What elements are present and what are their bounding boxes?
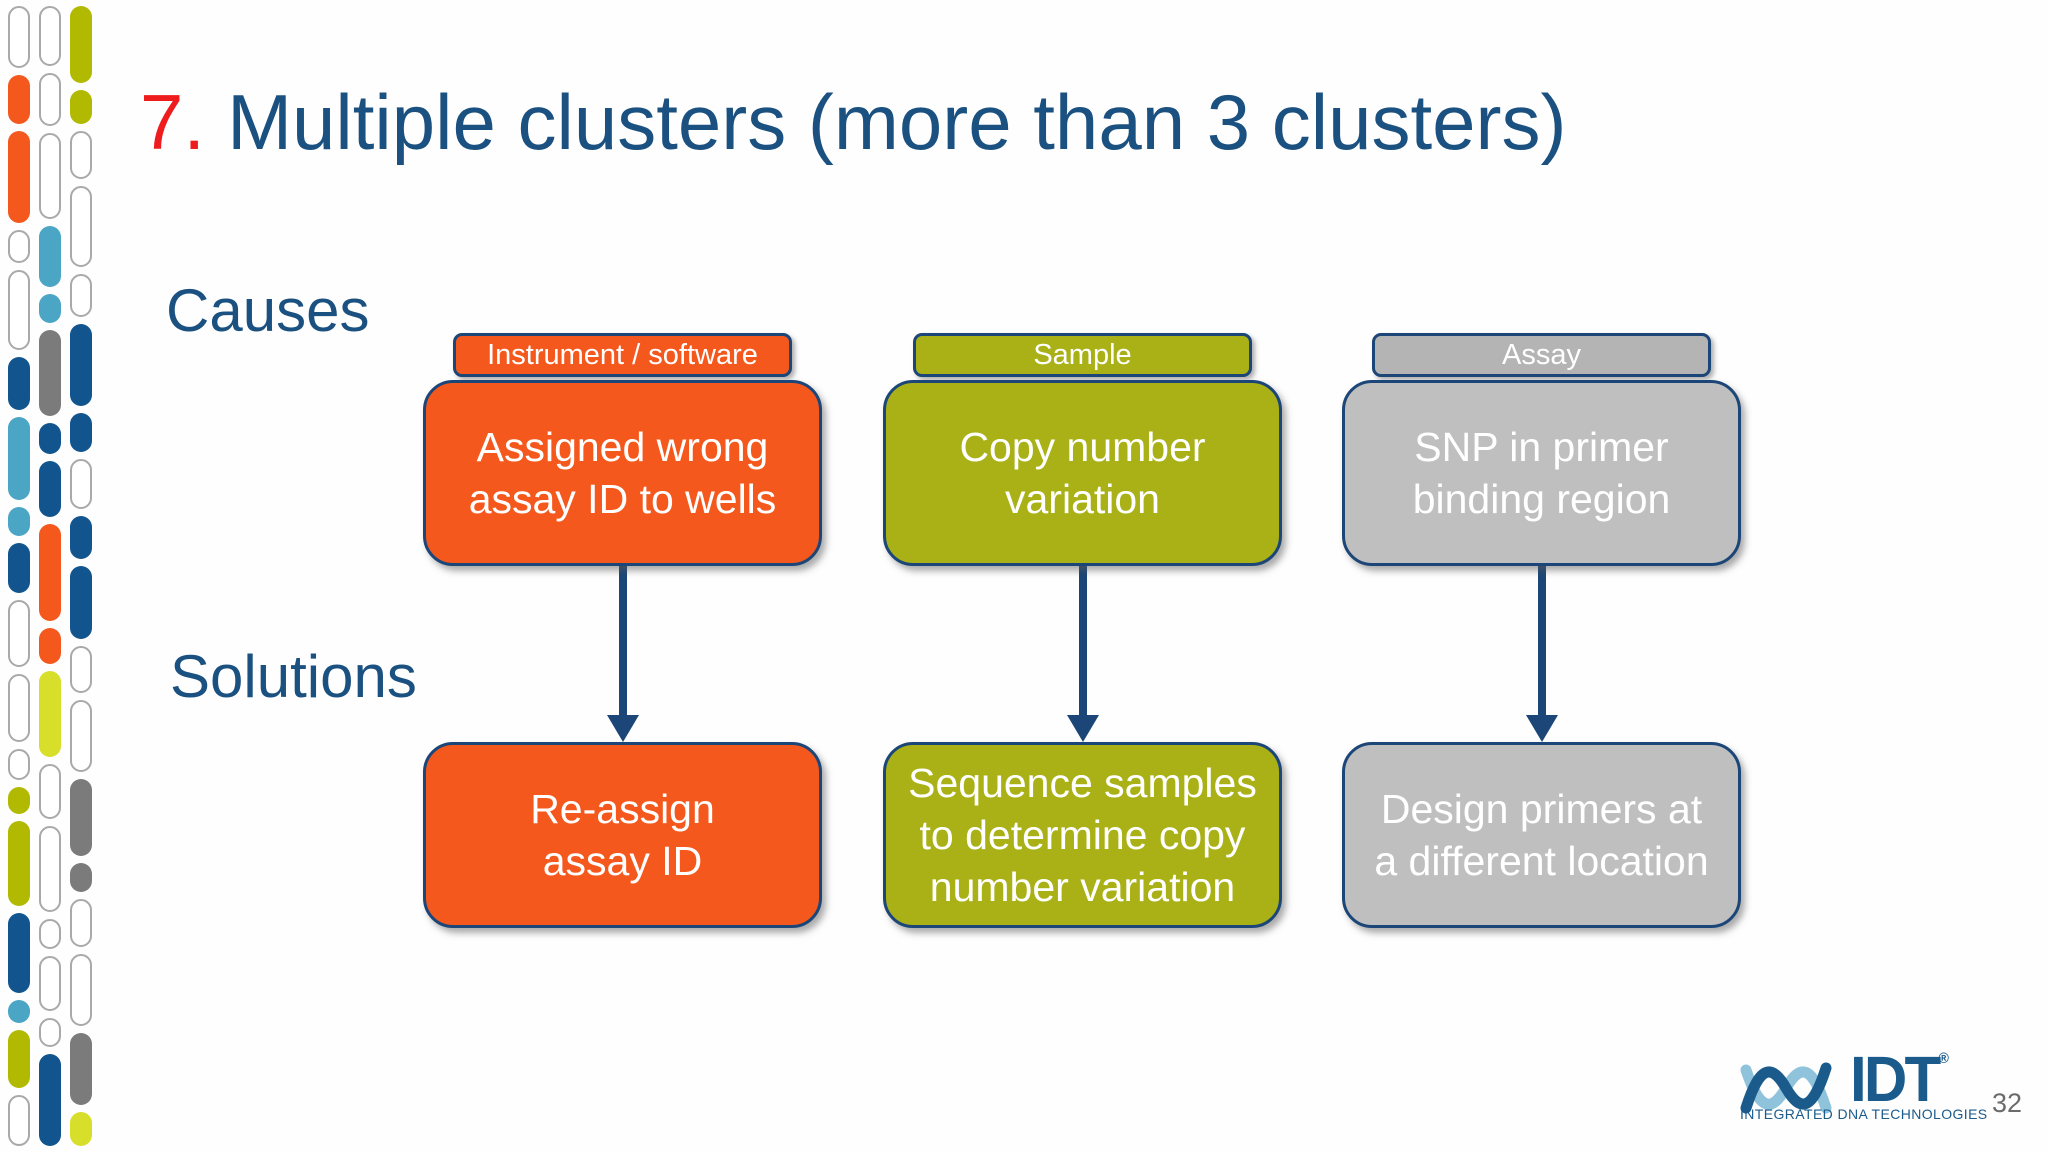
flow-column-sample: Sample Copy number variation Sequence sa… xyxy=(883,0,1282,1152)
chromosome-capsule xyxy=(39,764,61,820)
dna-wave-icon xyxy=(1740,1062,1832,1114)
chromosome-capsule xyxy=(70,700,92,773)
down-arrow-stem xyxy=(1078,566,1087,718)
down-arrow-icon xyxy=(1525,715,1558,742)
chromosome-capsule xyxy=(8,229,30,264)
chromosome-capsule xyxy=(39,919,61,949)
chromosome-capsule xyxy=(70,274,92,317)
chromosome-capsule xyxy=(8,786,30,814)
chromosome-capsule xyxy=(39,133,61,219)
down-arrow-icon xyxy=(1066,715,1099,742)
solution-text: Sequence samples to determine copy numbe… xyxy=(908,759,1257,911)
chromosome-capsule xyxy=(70,323,92,406)
chromosome-capsule xyxy=(39,1017,61,1048)
chromosome-capsule xyxy=(70,1112,92,1146)
down-arrow-stem xyxy=(1537,566,1546,718)
chromosome-capsule xyxy=(39,73,61,127)
logo-tagline: INTEGRATED DNA TECHNOLOGIES xyxy=(1740,1106,1988,1122)
solutions-label: Solutions xyxy=(170,643,417,710)
chromosome-strand-1 xyxy=(8,6,30,1146)
down-arrow-icon xyxy=(606,715,639,742)
cause-box-assay: SNP in primer binding region xyxy=(1342,380,1741,566)
chromosome-capsule xyxy=(8,748,30,780)
chromosome-capsule xyxy=(70,1032,92,1106)
causes-label: Causes xyxy=(166,277,370,344)
chromosome-capsule xyxy=(8,600,30,668)
chromosome-capsule xyxy=(8,417,30,500)
solution-box-sample: Sequence samples to determine copy numbe… xyxy=(883,742,1282,928)
cause-box-instrument: Assigned wrong assay ID to wells xyxy=(423,380,822,566)
idt-logo: IDT® INTEGRATED DNA TECHNOLOGIES xyxy=(1740,1043,1990,1136)
chromosome-capsule xyxy=(39,1054,61,1147)
chromosome-capsule xyxy=(8,913,30,993)
chromosome-strand-2 xyxy=(39,6,61,1147)
cause-text: Copy number variation xyxy=(959,423,1206,522)
chromosome-capsule xyxy=(8,270,30,350)
chromosome-capsule xyxy=(70,90,92,125)
tab-assay: Assay xyxy=(1372,333,1711,377)
title-number: 7. xyxy=(140,78,206,166)
chromosome-capsule xyxy=(39,329,61,417)
down-arrow-stem xyxy=(618,566,627,718)
chromosome-capsule xyxy=(39,670,61,758)
chromosome-capsule xyxy=(8,674,30,742)
page-title: 7.Multiple clusters (more than 3 cluster… xyxy=(140,78,1567,168)
chromosome-capsule xyxy=(39,6,61,67)
solution-box-assay: Design primers at a different location xyxy=(1342,742,1741,928)
chromosome-capsule xyxy=(70,412,92,452)
chromosome-decoration xyxy=(8,6,94,1147)
chromosome-strand-3 xyxy=(70,6,92,1146)
chromosome-capsule xyxy=(70,131,92,179)
chromosome-capsule xyxy=(39,460,61,518)
chromosome-capsule xyxy=(70,566,92,639)
cause-text: Assigned wrong assay ID to wells xyxy=(468,423,777,522)
chromosome-capsule xyxy=(39,225,61,287)
chromosome-capsule xyxy=(39,524,61,621)
chromosome-capsule xyxy=(70,863,92,893)
chromosome-capsule xyxy=(70,6,92,84)
solution-box-instrument: Re-assign assay ID xyxy=(423,742,822,928)
registered-mark: ® xyxy=(1938,1050,1949,1067)
chromosome-capsule xyxy=(8,999,30,1024)
chromosome-capsule xyxy=(8,506,30,536)
chromosome-capsule xyxy=(70,899,92,947)
flow-column-assay: Assay SNP in primer binding region Desig… xyxy=(1342,0,1741,1152)
chromosome-capsule xyxy=(70,515,92,560)
chromosome-capsule xyxy=(70,953,92,1026)
tab-sample: Sample xyxy=(913,333,1252,377)
chromosome-capsule xyxy=(39,826,61,913)
chromosome-capsule xyxy=(8,1095,30,1146)
tab-instrument-software: Instrument / software xyxy=(453,333,792,377)
chromosome-capsule xyxy=(8,1030,30,1089)
chromosome-capsule xyxy=(70,645,92,694)
chromosome-capsule xyxy=(8,356,30,411)
chromosome-capsule xyxy=(8,75,30,124)
solution-text: Design primers at a different location xyxy=(1374,785,1709,884)
logo-text: IDT® xyxy=(1850,1043,1949,1115)
chromosome-capsule xyxy=(39,293,61,323)
chromosome-capsule xyxy=(8,130,30,223)
chromosome-capsule xyxy=(39,627,61,664)
page-number: 32 xyxy=(1992,1088,2023,1118)
chromosome-capsule xyxy=(70,185,92,268)
chromosome-capsule xyxy=(8,542,30,594)
chromosome-capsule xyxy=(8,820,30,907)
cause-box-sample: Copy number variation xyxy=(883,380,1282,566)
solution-text: Re-assign assay ID xyxy=(530,785,715,884)
chromosome-capsule xyxy=(8,6,30,69)
chromosome-capsule xyxy=(70,779,92,857)
flow-column-instrument: Instrument / software Assigned wrong ass… xyxy=(423,0,822,1152)
title-text: Multiple clusters (more than 3 clusters) xyxy=(227,78,1567,166)
cause-text: SNP in primer binding region xyxy=(1412,423,1671,522)
chromosome-capsule xyxy=(39,423,61,454)
chromosome-capsule xyxy=(39,955,61,1011)
chromosome-capsule xyxy=(70,458,92,509)
